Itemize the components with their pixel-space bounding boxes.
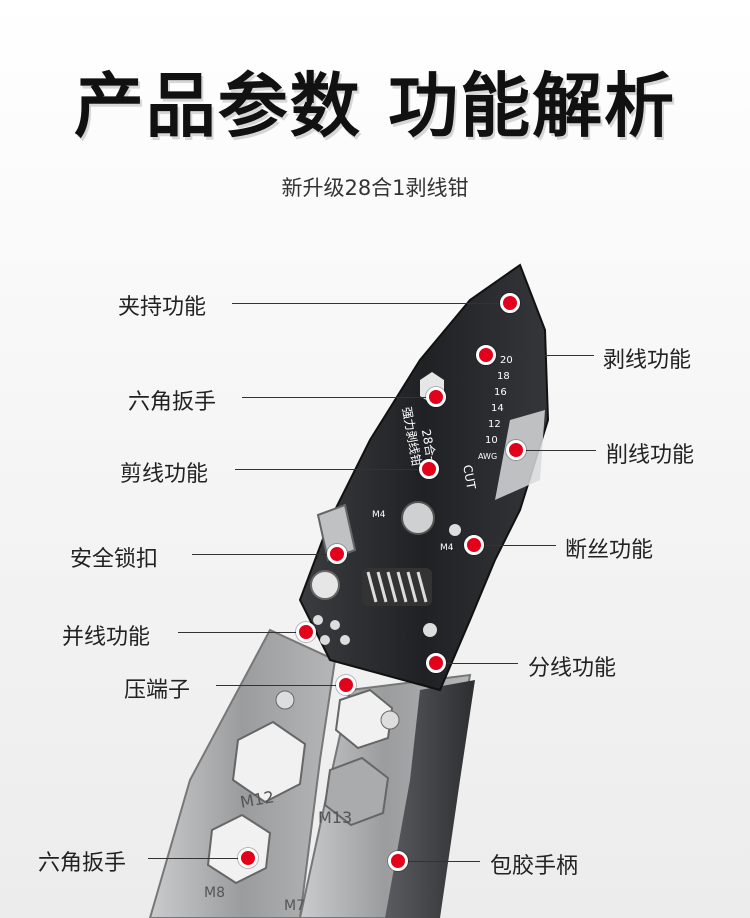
awg-mark: AWG — [478, 452, 498, 461]
spring-coil — [362, 568, 432, 606]
marker-crimp — [336, 675, 356, 695]
label-hex-bottom: 六角扳手 — [38, 851, 127, 876]
gauge-20: 20 — [500, 355, 513, 366]
label-lock: 安全锁扣 — [70, 547, 159, 572]
m4-mark-b: M4 — [440, 543, 454, 553]
page-title: 产品参数 功能解析 — [73, 65, 677, 147]
m8-mark: M8 — [204, 885, 225, 901]
label-twist: 并线功能 — [62, 625, 151, 650]
marker-break — [464, 535, 484, 555]
leader-split — [436, 663, 518, 665]
gauge-14: 14 — [491, 403, 504, 414]
m4-mark-a: M4 — [372, 510, 386, 520]
lock-ball — [310, 570, 340, 600]
label-cut: 剪线功能 — [120, 462, 209, 487]
marker-clamp — [500, 293, 520, 313]
leader-grip — [398, 861, 480, 863]
pivot-bolt — [401, 501, 435, 535]
page-subtitle: 新升级28合1剥线钳 — [281, 176, 469, 200]
marker-strip — [476, 345, 496, 365]
label-strip: 剥线功能 — [603, 348, 692, 373]
label-clamp: 夹持功能 — [118, 295, 207, 320]
leader-hex-top — [242, 397, 436, 399]
label-grip: 包胶手柄 — [490, 854, 579, 879]
leader-cut — [235, 469, 429, 471]
hex-opening-m13 — [323, 756, 390, 827]
marker-hex-top — [426, 387, 446, 407]
m13-mark: M13 — [318, 808, 353, 827]
label-hex-top: 六角扳手 — [128, 390, 217, 415]
marker-lock — [327, 544, 347, 564]
leader-crimp — [216, 685, 346, 687]
gauge-12: 12 — [488, 419, 501, 430]
leader-lock — [192, 554, 337, 556]
label-break: 断丝功能 — [565, 538, 654, 563]
gauge-18: 18 — [497, 371, 510, 382]
marker-split — [426, 653, 446, 673]
leader-clamp — [232, 303, 510, 305]
marker-shave — [506, 440, 526, 460]
lock-clip — [316, 503, 357, 562]
label-crimp: 压端子 — [124, 678, 191, 703]
hex-opening-m8 — [206, 813, 272, 885]
gauge-16: 16 — [494, 387, 507, 398]
hex-opening-m12 — [231, 720, 307, 804]
marker-cut — [419, 459, 439, 479]
leader-strip — [486, 355, 594, 357]
marker-twist — [296, 622, 316, 642]
leader-hex-bottom — [148, 858, 248, 860]
leader-twist — [178, 632, 306, 634]
leader-shave — [516, 450, 596, 452]
leader-break — [474, 545, 556, 547]
label-split: 分线功能 — [528, 656, 617, 681]
gauge-10: 10 — [485, 435, 498, 446]
marker-hex-bottom — [238, 848, 258, 868]
marker-grip — [388, 851, 408, 871]
label-shave: 削线功能 — [606, 443, 695, 468]
m7-mark: M7 — [284, 898, 305, 914]
